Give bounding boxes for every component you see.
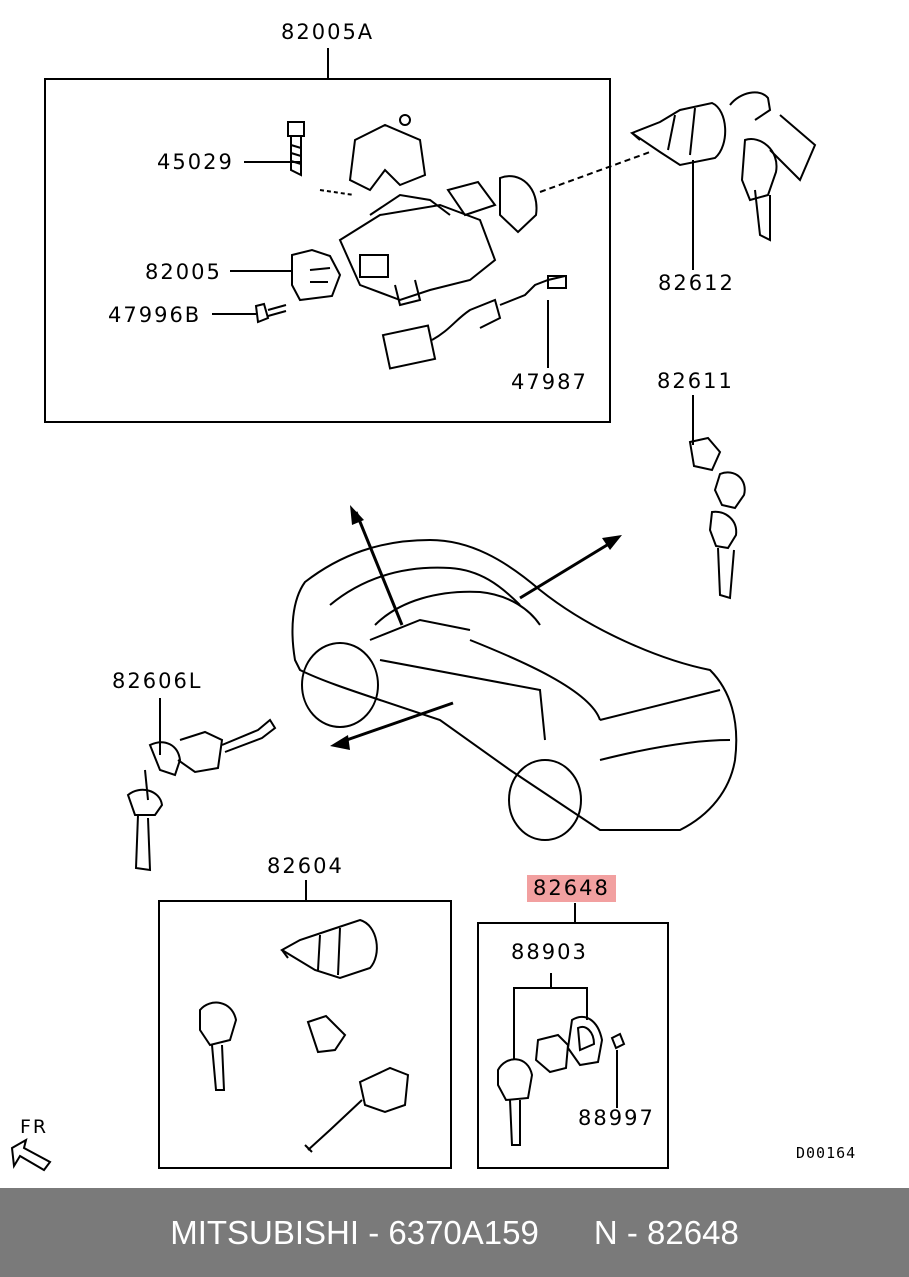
label-88903: 88903: [511, 940, 588, 964]
direction-arrows: [337, 511, 613, 745]
label-82005a: 82005A: [281, 20, 375, 44]
label-88997: 88997: [578, 1106, 655, 1130]
parts-diagram: [10, 48, 817, 1172]
label-45029: 45029: [157, 150, 234, 174]
label-82611: 82611: [657, 369, 734, 393]
switch-82005: [291, 248, 342, 302]
label-82648-highlighted: 82648: [527, 875, 616, 902]
harness-47987: [381, 275, 567, 370]
footer-part-info: MITSUBISHI - 6370A159 N - 82648: [170, 1213, 739, 1251]
door-lock-82606l: [126, 718, 277, 872]
lock-set-82604: [199, 918, 410, 1153]
vehicle-outline: [291, 538, 738, 841]
label-82606l: 82606L: [112, 669, 203, 693]
lock-cylinder-82612: [629, 91, 817, 242]
screw-47996b: [254, 302, 287, 324]
box-82648: [477, 922, 669, 1169]
label-82604: 82604: [267, 854, 344, 878]
drawing-code: D00164: [796, 1144, 857, 1162]
label-47987: 47987: [511, 370, 588, 394]
label-47996b: 47996B: [108, 303, 202, 327]
front-arrow-icon: [10, 1137, 52, 1172]
lock-82611: [688, 436, 746, 600]
footer-bar: MITSUBISHI - 6370A159 N - 82648: [0, 1188, 909, 1277]
ignition-cylinder-assembly: [338, 114, 538, 307]
label-82612: 82612: [658, 271, 735, 295]
key-set-82648: [497, 1015, 626, 1146]
front-marker-label: FR: [20, 1116, 49, 1138]
label-82005: 82005: [145, 260, 222, 284]
screw-45029: [287, 121, 305, 177]
